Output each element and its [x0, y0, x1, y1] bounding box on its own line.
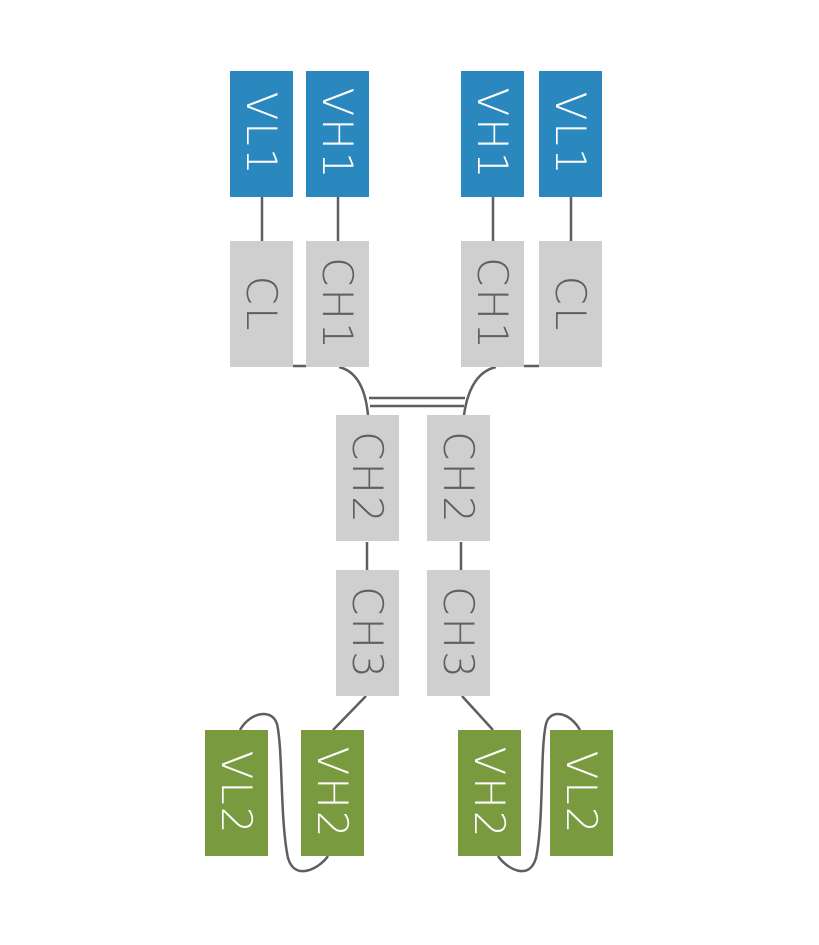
scfv-linker-right	[496, 712, 582, 873]
domain-box	[306, 241, 369, 367]
domain-vh2-right: VH2	[458, 730, 521, 856]
domain-cl-right: CL	[539, 241, 602, 367]
linker-ch3-vh2-right	[461, 695, 494, 731]
domain-label: CH2	[434, 431, 483, 525]
domain-box	[550, 730, 613, 856]
domain-label: CH3	[343, 586, 392, 680]
linker-ch3-vh2-left	[332, 695, 367, 731]
domain-ch2-left: CH2	[336, 415, 399, 541]
hinge-left	[338, 365, 370, 416]
domain-box	[427, 415, 490, 541]
domain-label: VH2	[465, 746, 514, 839]
domain-vh2-left: VH2	[301, 730, 364, 856]
domain-box	[336, 570, 399, 696]
domain-label: VH1	[468, 87, 517, 180]
domain-box	[205, 730, 268, 856]
domain-label: CH3	[434, 586, 483, 680]
domain-label: CH1	[313, 257, 362, 351]
domain-ch1-right: CH1	[461, 241, 524, 367]
domain-box	[461, 241, 524, 367]
domain-label: CL	[546, 276, 595, 333]
domain-label: CH2	[343, 431, 392, 525]
domain-ch3-right: CH3	[427, 570, 490, 696]
domain-ch1-left: CH1	[306, 241, 369, 367]
domain-box	[230, 241, 293, 367]
domain-box	[427, 570, 490, 696]
domain-label: VL1	[237, 92, 286, 177]
scfv-linker-left	[238, 712, 330, 873]
connectors	[238, 197, 582, 873]
domain-label: CL	[237, 276, 286, 333]
domain-vh1-right: VH1	[461, 71, 524, 197]
domain-box	[461, 71, 524, 197]
domain-box	[539, 241, 602, 367]
domain-label: VH1	[313, 87, 362, 180]
domain-ch3-left: CH3	[336, 570, 399, 696]
domain-box	[301, 730, 364, 856]
domain-label: VL2	[212, 751, 261, 836]
domain-cl-left: CL	[230, 241, 293, 367]
domain-vl1-right: VL1	[539, 71, 602, 197]
domain-vh1-left: VH1	[306, 71, 369, 197]
domain-box	[306, 71, 369, 197]
domain-box	[336, 415, 399, 541]
hinge-right	[462, 365, 497, 416]
domain-box	[539, 71, 602, 197]
domain-vl2-left: VL2	[205, 730, 268, 856]
domain-label: CH1	[468, 257, 517, 351]
domain-ch2-right: CH2	[427, 415, 490, 541]
domain-box	[458, 730, 521, 856]
domain-label: VL1	[546, 92, 595, 177]
domain-label: VL2	[557, 751, 606, 836]
domain-box	[230, 71, 293, 197]
domain-label: VH2	[308, 746, 357, 839]
domain-vl2-right: VL2	[550, 730, 613, 856]
domain-vl1-left: VL1	[230, 71, 293, 197]
